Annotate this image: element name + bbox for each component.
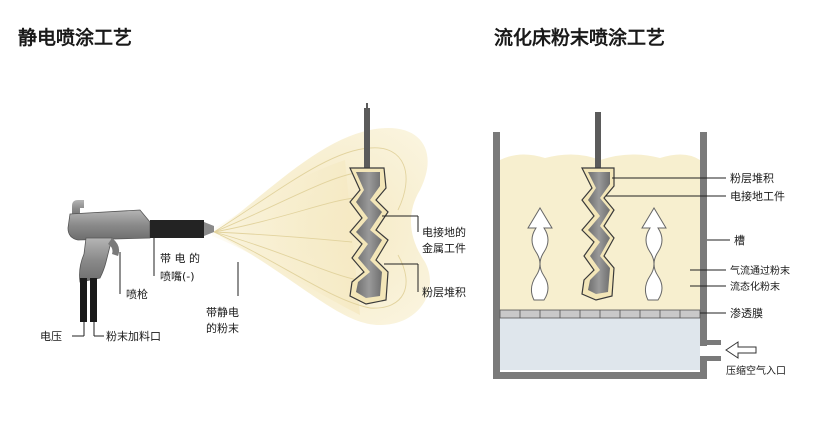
label-grounded-workpiece-2: 金属工件: [422, 241, 466, 255]
spray-cone: [212, 160, 360, 315]
left-title: 静电喷涂工艺: [18, 26, 132, 49]
label-membrane: 渗透膜: [730, 306, 763, 320]
label-tank: 槽: [734, 234, 745, 247]
label-charged-nozzle-1: 带 电 的: [160, 251, 200, 265]
fluidized-tank: [493, 132, 721, 379]
label-air-through-powder: 气流通过粉末: [730, 264, 790, 277]
left-leaders: [72, 215, 419, 337]
label-grounded-workpiece-1: 电接地的: [422, 225, 466, 239]
spray-gun: [67, 200, 151, 322]
right-workpiece: [581, 112, 615, 301]
compressed-air-arrow: [725, 341, 757, 359]
label-spray-gun: 喷枪: [126, 287, 148, 301]
label-voltage: 电压: [40, 330, 62, 343]
label-powder-inlet: 粉末加料口: [106, 329, 161, 343]
label-compressed-air-inlet: 压缩空气入口: [726, 364, 786, 377]
label-charged-nozzle-2: 喷嘴(-): [160, 270, 195, 283]
label-left-powder-buildup: 粉层堆积: [422, 286, 466, 299]
right-leaders: [606, 177, 730, 314]
charged-nozzle: [150, 220, 204, 238]
label-fluidized-powder: 流态化粉末: [730, 280, 780, 293]
label-grounded-workpiece: 电接地工件: [730, 190, 785, 203]
label-right-powder-buildup: 粉层堆积: [730, 172, 774, 185]
right-title: 流化床粉末喷涂工艺: [494, 26, 665, 49]
left-workpiece: [349, 103, 389, 305]
label-charged-powder-2: 的粉末: [206, 321, 239, 335]
airflow-arrows: [527, 207, 667, 301]
label-charged-powder-1: 带静电: [206, 305, 239, 319]
nozzle-tip: [204, 222, 214, 236]
